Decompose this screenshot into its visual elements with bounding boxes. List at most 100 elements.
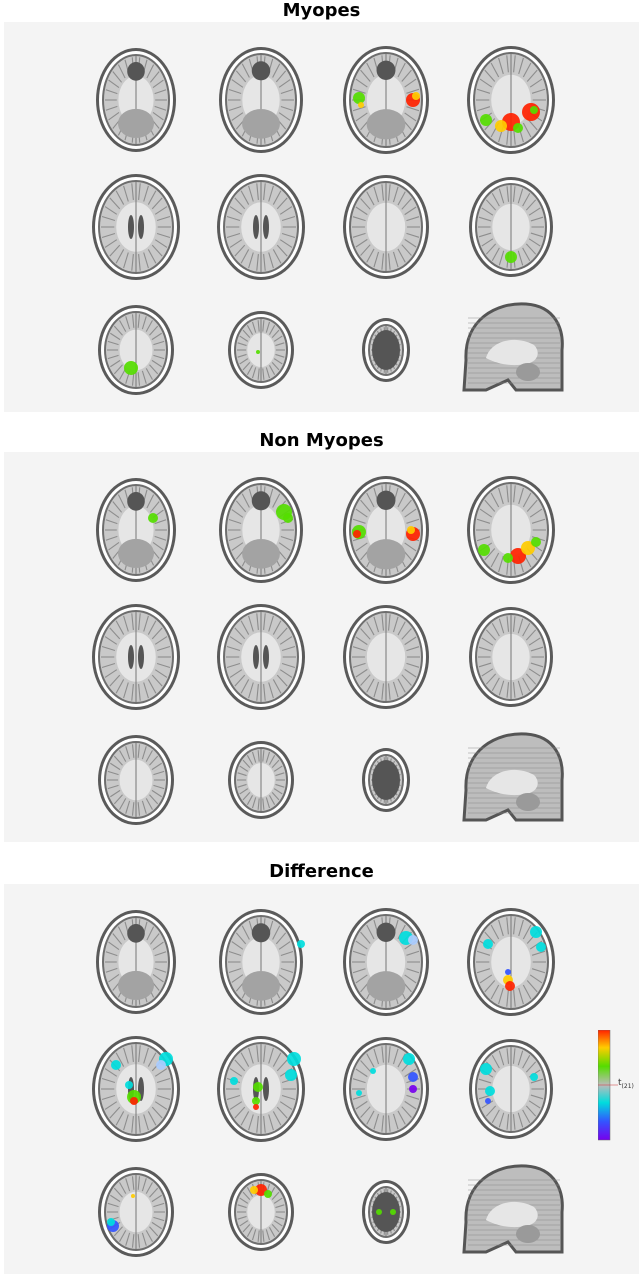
sulcus bbox=[123, 252, 129, 269]
sulcus bbox=[381, 1046, 385, 1063]
sulcus bbox=[239, 788, 249, 795]
sulcus bbox=[265, 367, 271, 379]
sulcus bbox=[355, 78, 368, 88]
activation-blob bbox=[107, 1218, 115, 1226]
corpus-callosum bbox=[486, 769, 538, 796]
panel-title-nonmyopes: Non Myopes bbox=[259, 430, 384, 451]
cerebellum bbox=[118, 108, 154, 138]
sulcus bbox=[275, 1204, 285, 1209]
cerebellum bbox=[516, 1225, 540, 1243]
sulcus bbox=[481, 207, 494, 216]
sulcus bbox=[525, 1061, 537, 1073]
sulcus bbox=[156, 233, 171, 239]
sulcus bbox=[272, 190, 282, 205]
slice-image bbox=[98, 1167, 174, 1257]
sulcus bbox=[265, 321, 271, 333]
sulcus bbox=[141, 1232, 147, 1246]
sulcus bbox=[154, 636, 168, 645]
sulcus bbox=[256, 254, 259, 271]
sulcus bbox=[401, 1106, 412, 1118]
sulcus bbox=[268, 615, 274, 632]
sulcus bbox=[131, 1234, 135, 1248]
activation-blob bbox=[485, 1086, 495, 1096]
sulcus bbox=[525, 1105, 537, 1117]
sulcus bbox=[234, 627, 246, 640]
sulcus bbox=[156, 1077, 171, 1083]
sulcus bbox=[146, 926, 155, 941]
sulcus bbox=[512, 186, 516, 202]
slice-image bbox=[343, 175, 429, 279]
sulcus bbox=[387, 1046, 391, 1063]
sulcus bbox=[279, 636, 293, 645]
sulcus bbox=[406, 216, 420, 222]
sulcus bbox=[251, 367, 257, 379]
brain-slice-ventricular bbox=[71, 1029, 201, 1149]
slice-image bbox=[217, 1036, 305, 1142]
sulcus bbox=[478, 662, 492, 668]
sulcus bbox=[228, 950, 242, 956]
sulcus bbox=[352, 232, 366, 238]
sulcus bbox=[105, 967, 118, 973]
sulcus bbox=[115, 1111, 125, 1126]
sulcus bbox=[275, 353, 285, 358]
activation-blob bbox=[505, 251, 517, 263]
sulcus bbox=[404, 508, 417, 518]
sulcus bbox=[108, 941, 120, 951]
brain-slice-vertex bbox=[196, 290, 326, 410]
t-colorbar-graphic bbox=[597, 1029, 618, 1141]
sulcus bbox=[280, 106, 294, 112]
sulcus bbox=[231, 112, 244, 121]
sulcus bbox=[105, 951, 118, 957]
sulcus bbox=[268, 1227, 276, 1237]
sulcus bbox=[498, 1050, 505, 1066]
sulcus bbox=[113, 364, 123, 375]
sulcus bbox=[355, 940, 368, 950]
sulcus bbox=[237, 342, 247, 347]
sulcus bbox=[113, 794, 123, 805]
brain-slice-ventricular bbox=[71, 167, 201, 287]
sulcus bbox=[119, 750, 127, 762]
sulcus bbox=[119, 1230, 127, 1242]
sulcus bbox=[240, 1111, 250, 1126]
sulcus bbox=[262, 368, 265, 380]
brain-slice-high-parietal bbox=[71, 1152, 201, 1272]
sulcus bbox=[387, 614, 391, 631]
slice-image bbox=[462, 732, 564, 822]
sulcus bbox=[263, 613, 266, 630]
sulcus bbox=[231, 941, 244, 950]
sulcus bbox=[153, 1202, 165, 1208]
orbit-region bbox=[251, 923, 271, 943]
sulcus bbox=[513, 485, 516, 503]
sulcus bbox=[476, 518, 491, 524]
sulcus bbox=[352, 662, 366, 668]
sulcus bbox=[235, 500, 247, 513]
slice-image bbox=[228, 741, 294, 819]
sulcus bbox=[151, 627, 163, 640]
sulcus bbox=[237, 353, 247, 358]
sulcus bbox=[154, 669, 168, 678]
sulcus bbox=[366, 924, 375, 940]
t-colorbar: t(21) bbox=[597, 1029, 634, 1142]
sulcus bbox=[478, 232, 492, 238]
sulcus bbox=[530, 662, 544, 668]
sulcus bbox=[131, 183, 134, 200]
slice-image bbox=[98, 735, 174, 825]
brain-slice-supraventricular bbox=[321, 1029, 451, 1149]
sulcus bbox=[498, 919, 504, 937]
activation-blob bbox=[130, 1097, 138, 1105]
brain-slice-ventricular bbox=[196, 167, 326, 287]
sulcus bbox=[228, 518, 242, 524]
sulcus bbox=[268, 1047, 274, 1064]
sulcus bbox=[517, 680, 524, 696]
sulcus bbox=[138, 254, 141, 271]
activation-blob bbox=[253, 1104, 259, 1110]
sulcus bbox=[145, 1182, 153, 1194]
sulcus bbox=[517, 188, 524, 204]
sulcus bbox=[484, 499, 496, 512]
sulcus bbox=[226, 645, 241, 651]
slice-image bbox=[467, 46, 555, 154]
sulcus bbox=[242, 1191, 251, 1201]
sulcus bbox=[498, 555, 504, 573]
sulcus bbox=[153, 784, 165, 790]
brain-slice-occipital bbox=[446, 40, 576, 160]
